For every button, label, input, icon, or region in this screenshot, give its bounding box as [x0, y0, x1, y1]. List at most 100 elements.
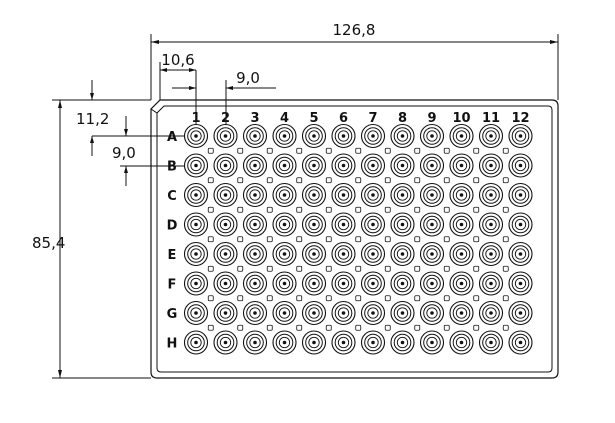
well-center [459, 134, 464, 138]
well-center [341, 193, 346, 197]
well [272, 300, 297, 326]
interstitial-mark [473, 324, 480, 331]
interstitial-mark [355, 177, 362, 184]
well [360, 123, 386, 149]
well [508, 271, 533, 296]
well-center [400, 193, 405, 197]
well-center [400, 134, 405, 138]
well-center [312, 193, 316, 197]
row-label: A [167, 130, 177, 145]
well-center [430, 252, 434, 256]
well [213, 271, 238, 296]
well-center [253, 311, 257, 315]
row-label: C [167, 189, 177, 204]
well-center [253, 163, 257, 168]
interstitial-mark [443, 324, 450, 331]
well-center [371, 193, 375, 197]
well-center [371, 281, 375, 286]
well [183, 182, 209, 208]
interstitial-mark [384, 147, 391, 154]
well [508, 153, 533, 178]
well-center [341, 311, 346, 315]
interstitial-mark [207, 265, 214, 272]
well [331, 212, 356, 237]
well [390, 271, 415, 296]
interstitial-mark [384, 206, 391, 213]
column-label: 3 [250, 111, 259, 126]
interstitial-mark [355, 265, 362, 272]
well-center [312, 252, 316, 256]
arrowhead [160, 68, 167, 72]
well-center [312, 340, 316, 345]
well-center [341, 163, 346, 168]
well [272, 212, 297, 237]
interstitial-mark [325, 295, 332, 302]
interstitial-mark [266, 295, 273, 302]
interstitial-mark [296, 295, 303, 302]
well [301, 300, 327, 326]
interstitial-mark [414, 265, 421, 272]
well-center [489, 340, 493, 345]
well-center [312, 311, 316, 315]
well-center [371, 340, 375, 345]
well-center [223, 163, 228, 168]
well-center [341, 340, 346, 345]
well [449, 212, 474, 237]
well-center [253, 134, 257, 138]
well-center [282, 134, 287, 138]
interstitial-mark [266, 324, 273, 331]
interstitial-mark [296, 206, 303, 213]
well [508, 241, 533, 267]
interstitial-mark [443, 236, 450, 243]
interstitial-mark [296, 324, 303, 331]
row-label: B [167, 160, 177, 175]
row-label: F [168, 278, 177, 293]
well [213, 153, 238, 178]
well-center [341, 134, 346, 138]
well [419, 241, 445, 267]
well [213, 123, 238, 149]
well-center [223, 222, 228, 227]
well [331, 123, 356, 149]
well [419, 153, 445, 178]
column-label: 5 [309, 111, 318, 126]
well-center [194, 311, 198, 315]
well [508, 300, 533, 326]
interstitial-mark [384, 324, 391, 331]
well [390, 330, 415, 355]
well [272, 241, 297, 267]
well [242, 330, 268, 355]
well-grid [183, 123, 533, 355]
column-label: 12 [511, 111, 529, 126]
well [242, 212, 268, 237]
well-center [518, 281, 523, 286]
well-center [371, 311, 375, 315]
column-label: 6 [339, 111, 348, 126]
well [331, 182, 356, 208]
well [360, 182, 386, 208]
well-center [459, 311, 464, 315]
well-center [430, 281, 434, 286]
arrowhead [124, 129, 128, 136]
arrowhead [189, 86, 196, 90]
interstitial-mark [473, 265, 480, 272]
well-center [518, 163, 523, 168]
well [360, 330, 386, 355]
interstitial-marks [207, 147, 509, 331]
well-center [253, 340, 257, 345]
interstitial-mark [414, 147, 421, 154]
well [183, 271, 209, 296]
well-center [459, 340, 464, 345]
well-center [518, 252, 523, 256]
row-label: D [167, 219, 178, 234]
well [390, 241, 415, 267]
well [301, 212, 327, 237]
arrowhead [189, 68, 196, 72]
interstitial-mark [443, 295, 450, 302]
well-center [253, 281, 257, 286]
well-center [253, 222, 257, 227]
well [213, 212, 238, 237]
well-center [312, 134, 316, 138]
well [272, 271, 297, 296]
well [508, 212, 533, 237]
